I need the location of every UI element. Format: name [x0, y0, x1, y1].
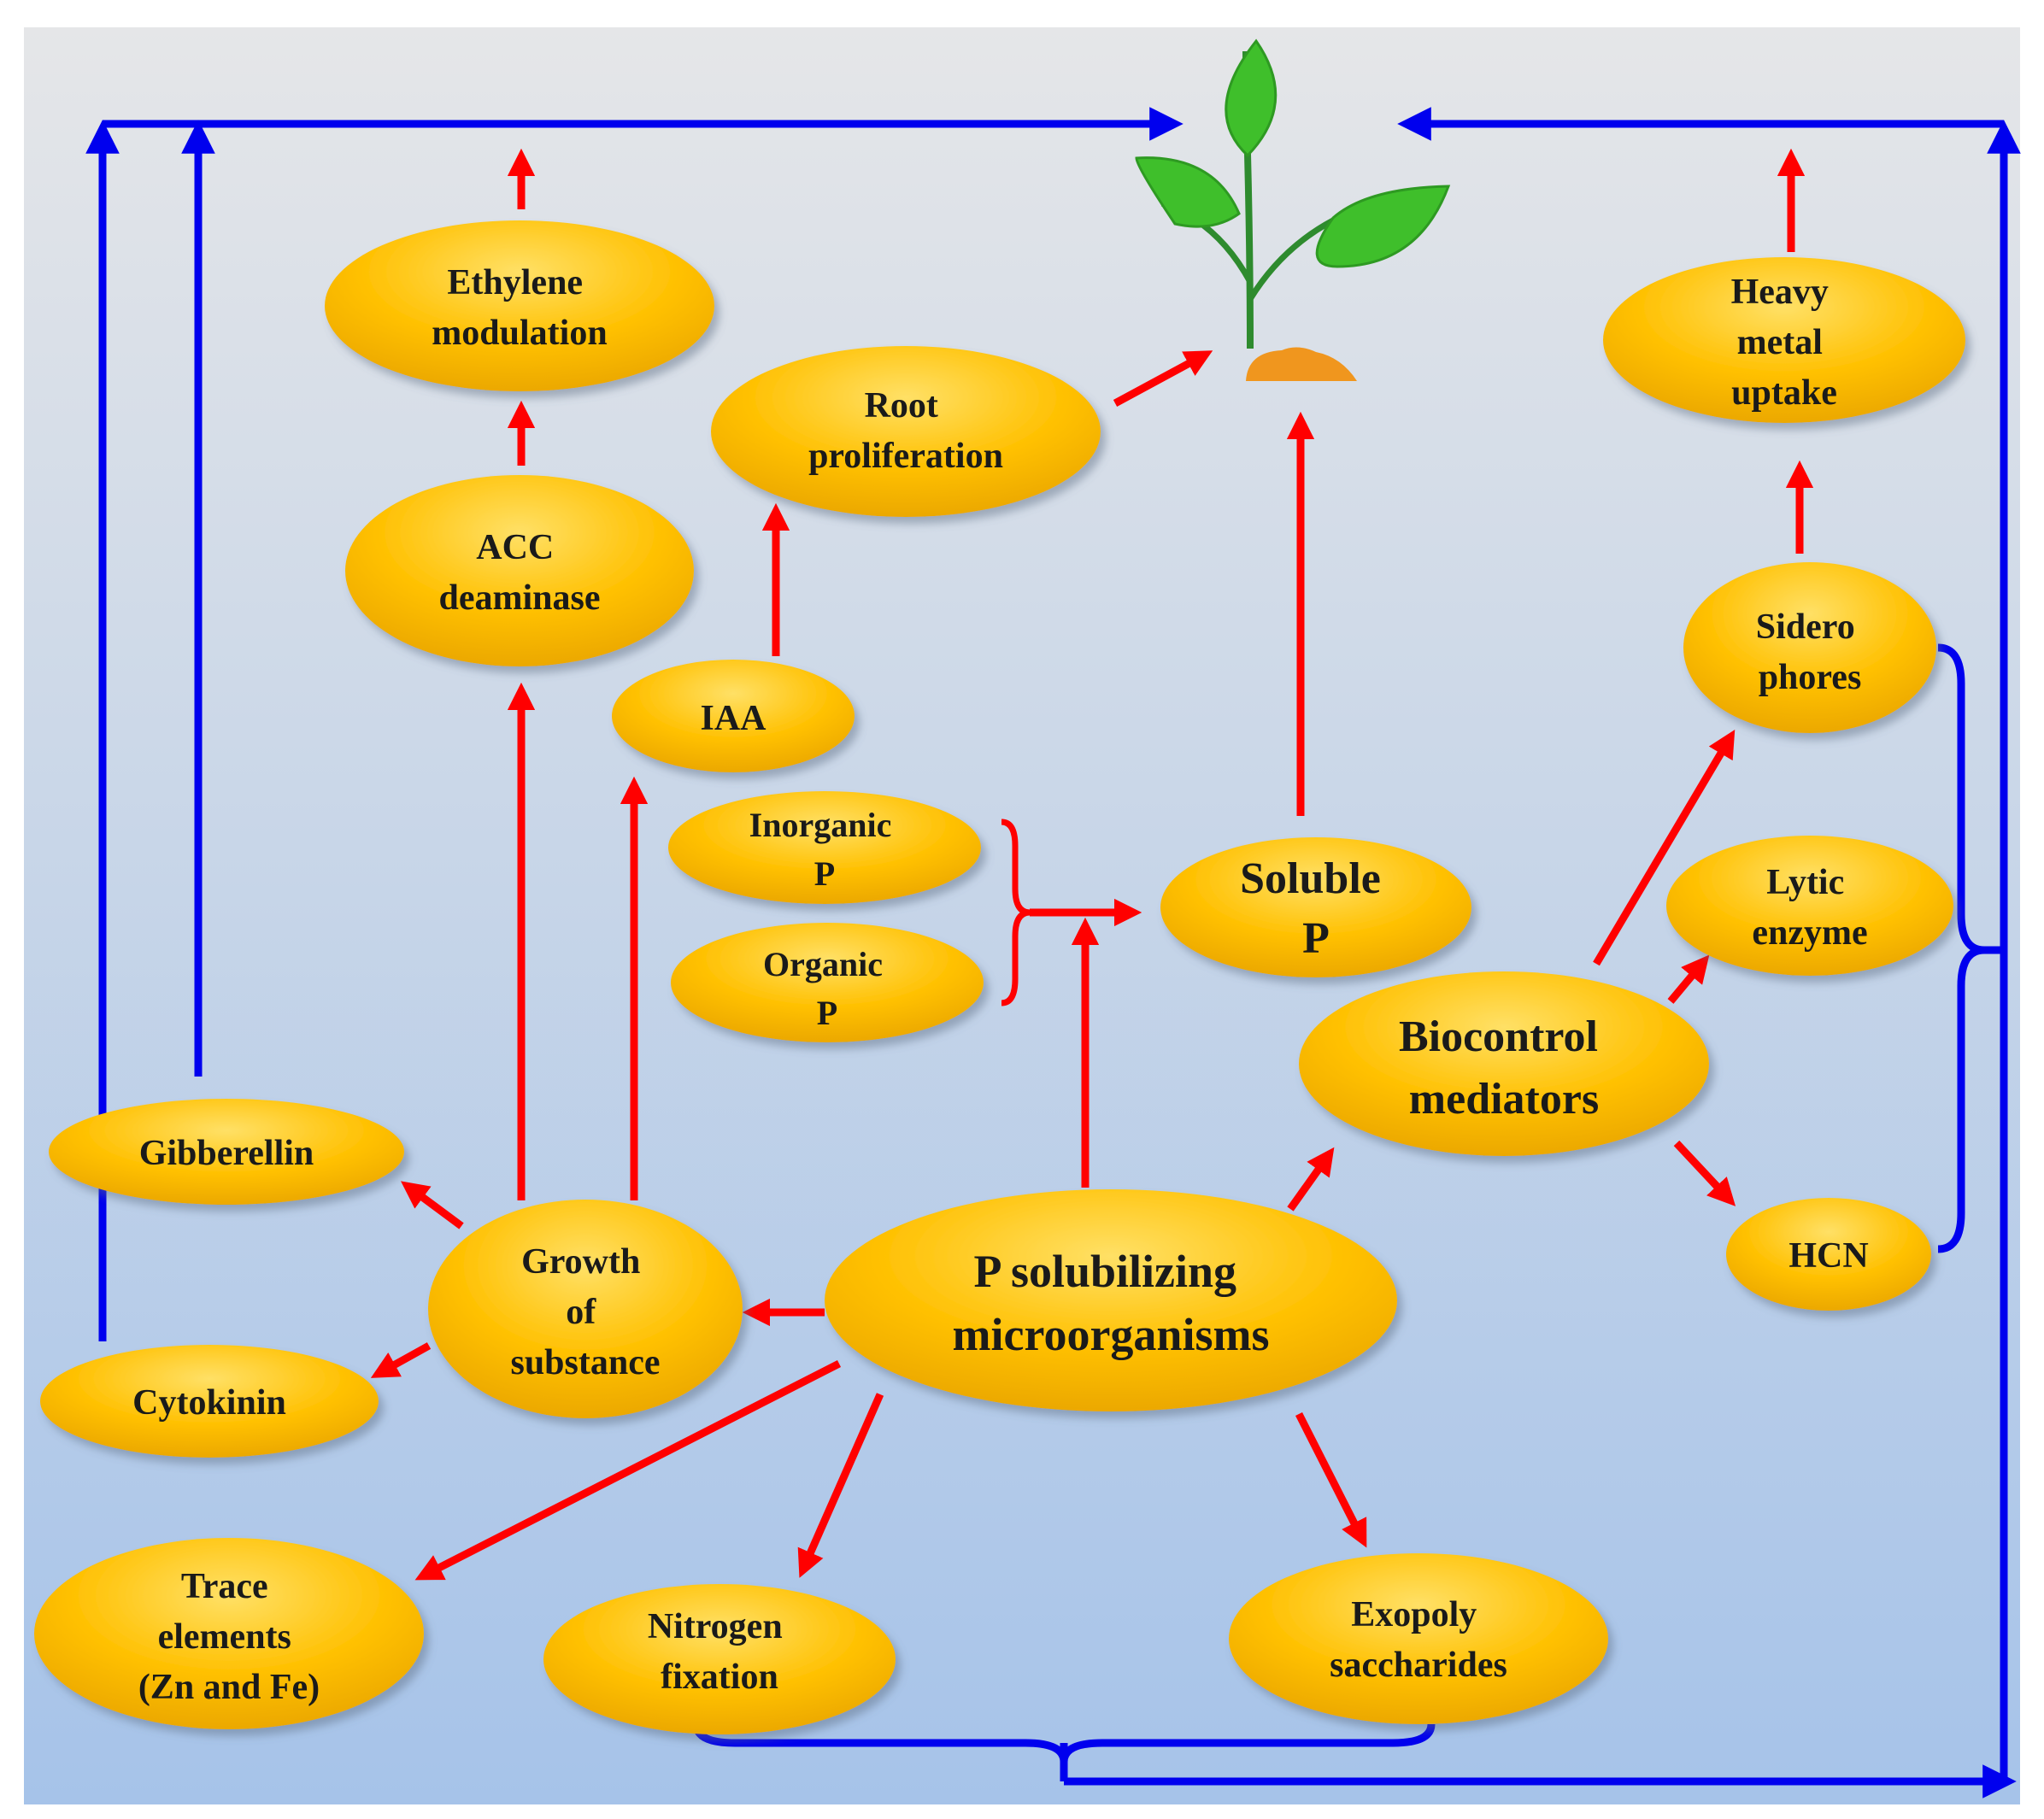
cytokinin-ellipse — [40, 1345, 379, 1458]
node-heavy-metal-uptake: Heavy metal uptake — [1603, 257, 1965, 423]
node-siderophores: Sidero phores — [1683, 562, 1936, 733]
cytokinin-text: Cytokinin — [132, 1383, 286, 1423]
lytic-ellipse — [1666, 836, 1953, 976]
heavy-text: Heavy metal uptake — [1731, 273, 1838, 413]
hcn-text: HCN — [1788, 1236, 1868, 1276]
node-acc-deaminase: ACC deaminase — [345, 475, 694, 666]
lytic-text: Lytic enzyme — [1752, 863, 1867, 953]
root-ellipse — [711, 346, 1101, 517]
arrow-growth-to-gibberellin — [400, 1181, 464, 1229]
arrow-psm-to-trace — [414, 1359, 842, 1581]
organic-text: Organic P — [763, 945, 891, 1032]
node-soluble-p: Soluble P — [1160, 837, 1471, 977]
trace-text: Trace elements (Zn and Fe) — [138, 1567, 320, 1707]
iaa-text: IAA — [700, 699, 766, 738]
bottom-brace — [692, 1723, 1436, 1763]
node-growth-of-substance: Growth of substance — [428, 1200, 743, 1418]
arrow-root-to-plant — [1113, 350, 1213, 407]
node-nitrogen-fixation: Nitrogen fixation — [543, 1584, 896, 1734]
ethylene-text: Ethylene modulation — [432, 263, 607, 353]
iaa-ellipse — [612, 660, 855, 772]
siderophores-text: Sidero phores — [1756, 607, 1864, 697]
exopoly-ellipse — [1229, 1553, 1608, 1724]
arrow-biocontrol-to-hcn — [1673, 1140, 1736, 1206]
biocontrol-text: Biocontrol mediators — [1399, 1012, 1609, 1124]
gibberellin-ellipse — [49, 1099, 404, 1205]
plant-seedling-icon — [1135, 38, 1451, 381]
node-ethylene-modulation: Ethylene modulation — [325, 220, 714, 391]
heavy-ellipse — [1603, 257, 1965, 423]
soluble-text: Soluble P — [1240, 854, 1392, 963]
exopoly-text: Exopoly saccharides — [1330, 1595, 1507, 1685]
node-lytic-enzyme: Lytic enzyme — [1666, 836, 1953, 976]
arrow-psm-to-nitrogen — [797, 1393, 884, 1578]
inorganic-ellipse — [668, 791, 981, 904]
diagram-nodes: Ethylene modulation Root proliferation A… — [34, 220, 1965, 1734]
hcn-ellipse — [1726, 1198, 1931, 1311]
growth-ellipse — [428, 1200, 743, 1418]
nitrogen-text: Nitrogen fixation — [648, 1607, 791, 1697]
inorganic-text: Inorganic P — [749, 806, 901, 893]
siderophores-ellipse — [1683, 562, 1936, 733]
node-trace-elements: Trace elements (Zn and Fe) — [34, 1538, 424, 1729]
node-hcn: HCN — [1726, 1198, 1931, 1311]
arrow-growth-to-cytokinin — [370, 1342, 432, 1378]
acc-ellipse — [345, 475, 694, 666]
node-iaa: IAA — [612, 660, 855, 772]
growth-text: Growth of substance — [510, 1242, 660, 1382]
gibberellin-text: Gibberellin — [139, 1134, 314, 1173]
arrow-psm-to-exopoly — [1295, 1411, 1367, 1548]
node-gibberellin: Gibberellin — [49, 1099, 404, 1205]
arrow-psm-to-biocontrol — [1287, 1147, 1335, 1212]
biocontrol-ellipse — [1299, 971, 1709, 1156]
soluble-ellipse — [1160, 837, 1471, 977]
psm-text: P solubilizing microorganisms — [953, 1246, 1270, 1360]
root-text: Root proliferation — [808, 386, 1003, 476]
node-exopolysaccharides: Exopoly saccharides — [1229, 1553, 1608, 1724]
node-root-proliferation: Root proliferation — [711, 346, 1101, 517]
red-arrows — [370, 148, 1814, 1581]
organic-ellipse — [671, 923, 984, 1042]
psm-ellipse — [825, 1189, 1397, 1411]
trace-ellipse — [34, 1538, 424, 1729]
nitrogen-ellipse — [543, 1584, 896, 1734]
arrow-biocontrol-to-siderophores — [1593, 730, 1736, 966]
arrow-biocontrol-to-lytic — [1667, 954, 1710, 1004]
acc-text: ACC deaminase — [439, 528, 601, 618]
ethylene-ellipse — [325, 220, 714, 391]
node-cytokinin: Cytokinin — [40, 1345, 379, 1458]
node-inorganic-p: Inorganic P — [668, 791, 981, 904]
node-biocontrol-mediators: Biocontrol mediators — [1299, 971, 1709, 1156]
node-p-solubilizing-microorganisms: P solubilizing microorganisms — [825, 1189, 1397, 1411]
node-organic-p: Organic P — [671, 923, 984, 1042]
